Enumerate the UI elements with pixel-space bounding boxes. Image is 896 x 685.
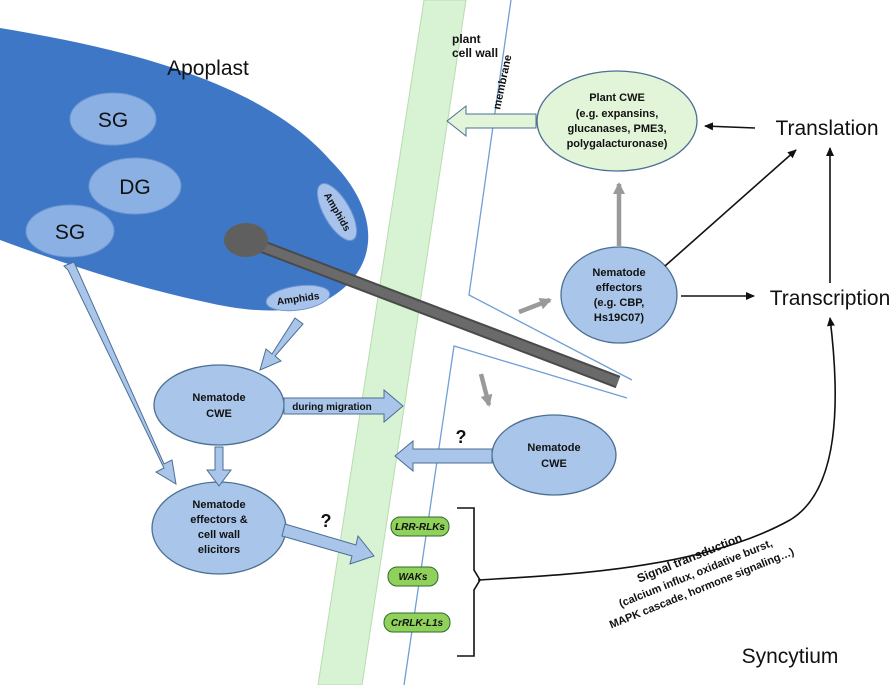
nematode-effectors-elicitors-node: Nematode effectors & cell wall elicitors	[151, 481, 287, 575]
arrow-cwe-to-effectors	[206, 446, 232, 487]
cell-wall-label-line2: cell wall	[452, 46, 498, 60]
gland-sg-left: SG	[25, 204, 115, 258]
arrow-sg-to-effectors	[63, 261, 177, 485]
nematode-cwe-left-node: Nematode CWE	[153, 364, 285, 446]
svg-text:CrRLK-L1s: CrRLK-L1s	[391, 618, 444, 629]
svg-text:WAKs: WAKs	[399, 572, 428, 583]
svg-text:elicitors: elicitors	[198, 544, 240, 556]
plant-cwe-node: Plant CWE (e.g. expansins, glucanases, P…	[536, 70, 698, 172]
nematode-effectors-right-node: Nematode effectors (e.g. CBP, Hs19C07)	[560, 246, 678, 344]
black-arrow-effectors-to-translation	[664, 149, 797, 267]
membrane-label: membrane	[491, 54, 514, 111]
receptor-bracket	[457, 507, 481, 657]
amphids-bottom: Amphids	[265, 284, 331, 312]
svg-text:SG: SG	[55, 221, 85, 244]
svg-text:Nematode: Nematode	[592, 267, 645, 279]
receptor-waks: WAKs	[387, 566, 439, 587]
receptor-crrlk-l1s: CrRLK-L1s	[383, 612, 451, 633]
membrane-lower	[403, 345, 628, 685]
svg-text:Nematode: Nematode	[192, 499, 245, 511]
amphids-top: Amphids	[316, 183, 358, 241]
gland-sg-top: SG	[69, 92, 157, 146]
gray-arrow-down	[478, 373, 493, 407]
plant-cell-wall	[317, 0, 467, 685]
black-arrow-signal-to-transcription	[477, 317, 837, 581]
svg-text:Nematode: Nematode	[527, 442, 580, 454]
syncytium-label: Syncytium	[742, 645, 839, 668]
arrow-elicitors-to-receptors	[281, 523, 375, 565]
apoplast-label: Apoplast	[167, 57, 249, 80]
svg-text:polygalacturonase): polygalacturonase)	[567, 138, 668, 150]
arrow-amphids-to-cwe	[259, 317, 304, 371]
svg-text:(e.g. expansins,: (e.g. expansins,	[576, 108, 659, 120]
svg-text:SG: SG	[98, 109, 128, 132]
cell-wall-label-line1: plant	[452, 32, 481, 46]
question-mark-bottom: ?	[321, 511, 332, 531]
arrow-plant-cwe-to-wall	[446, 104, 537, 138]
transcription-label: Transcription	[770, 287, 891, 310]
svg-text:effectors &: effectors &	[190, 514, 248, 526]
black-arrow-cwe-to-translation	[704, 122, 756, 131]
stylet	[224, 223, 621, 389]
svg-text:effectors: effectors	[596, 282, 642, 294]
svg-text:glucanases, PME3,: glucanases, PME3,	[567, 123, 666, 135]
svg-text:CWE: CWE	[206, 408, 232, 420]
arrow-during-migration: during migration	[283, 388, 404, 424]
svg-text:(e.g. CBP,: (e.g. CBP,	[594, 297, 645, 309]
membrane-upper	[468, 0, 633, 381]
svg-text:Nematode: Nematode	[192, 392, 245, 404]
svg-text:DG: DG	[119, 176, 151, 199]
question-mark-top: ?	[456, 427, 467, 447]
svg-text:Plant CWE: Plant CWE	[589, 92, 645, 104]
svg-text:during migration: during migration	[292, 402, 371, 413]
gland-dg: DG	[88, 157, 182, 215]
nematode-cwe-right-node: Nematode CWE	[491, 414, 617, 496]
svg-text:cell wall: cell wall	[198, 529, 240, 541]
receptor-lrr-rlks: LRR-RLKs	[390, 516, 450, 537]
svg-text:CWE: CWE	[541, 458, 567, 470]
translation-label: Translation	[775, 117, 878, 140]
arrow-nematode-cwe-right-to-wall	[394, 439, 493, 473]
gray-arrow-stylet-to-effectors	[518, 297, 552, 315]
svg-text:LRR-RLKs: LRR-RLKs	[395, 522, 445, 533]
svg-text:Hs19C07): Hs19C07)	[594, 312, 644, 324]
